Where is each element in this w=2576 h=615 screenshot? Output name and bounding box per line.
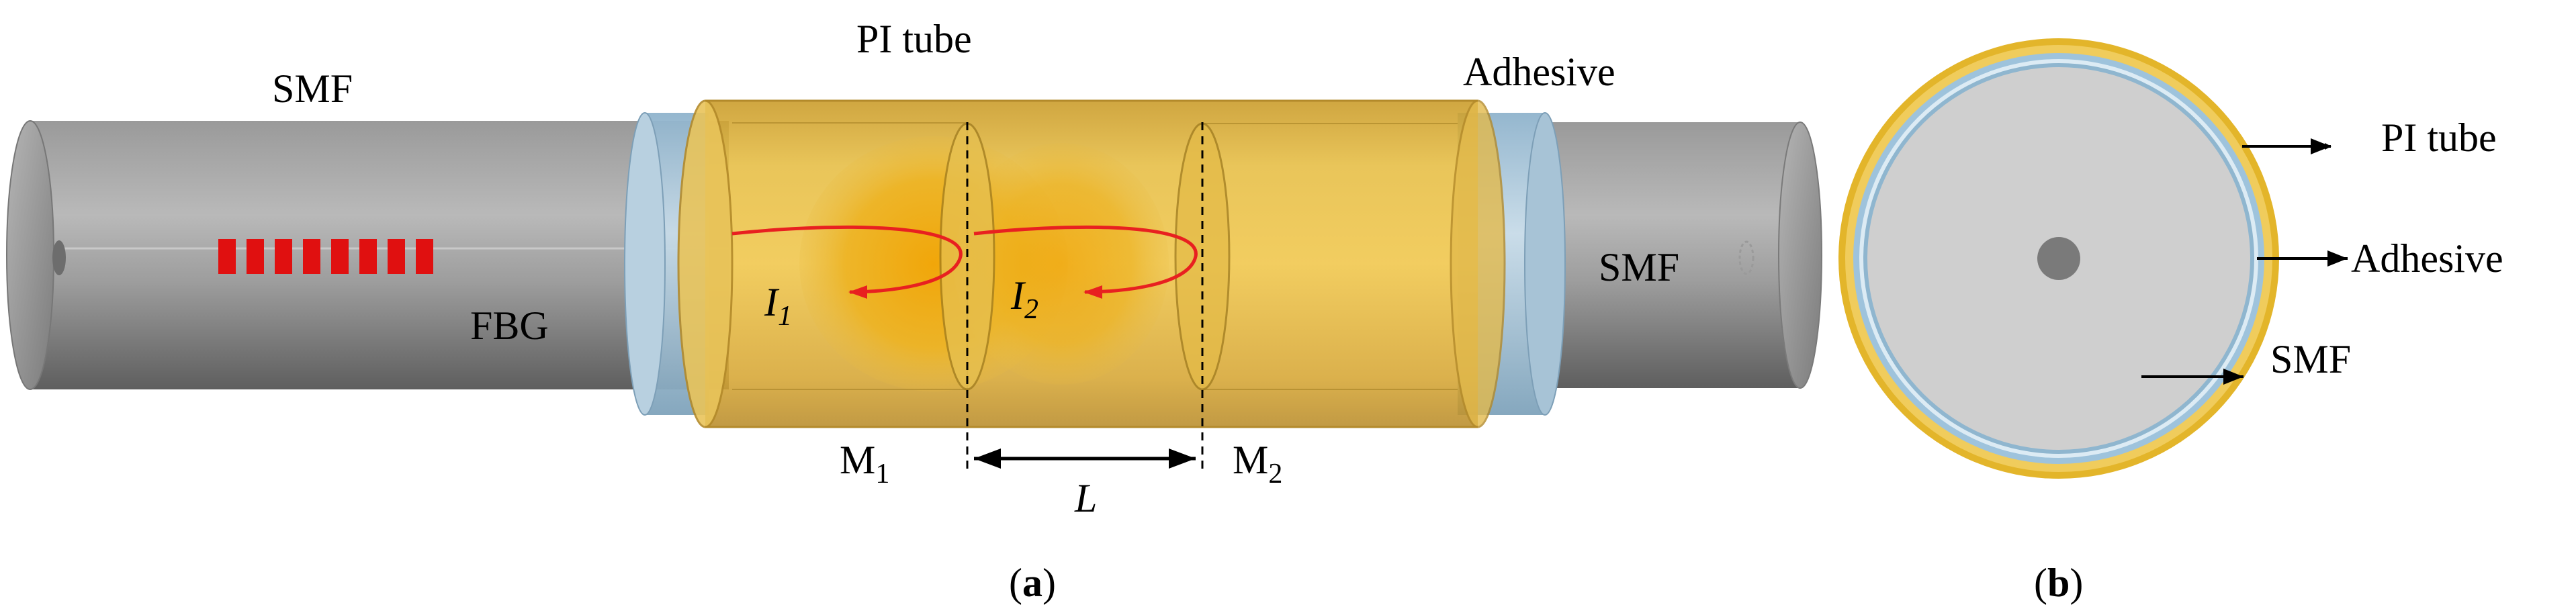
i1-label: I1 bbox=[764, 280, 792, 332]
fbg-grating-mark bbox=[331, 239, 349, 274]
caption-b-open: ( bbox=[2034, 561, 2047, 605]
m1-label: M1 bbox=[840, 438, 889, 489]
i2-base: I bbox=[1010, 273, 1026, 318]
m1-base: M bbox=[840, 438, 875, 482]
caption-b-letter: b bbox=[2047, 561, 2070, 605]
fbg-grating-mark bbox=[218, 239, 236, 274]
i1-sub: 1 bbox=[778, 301, 792, 332]
pi-tube-label-b: PI tube bbox=[2381, 115, 2497, 160]
adhesive-label-b: Adhesive bbox=[2351, 236, 2503, 281]
smf-right-cylinder bbox=[1545, 122, 1822, 389]
pi-tube-label-a: PI tube bbox=[856, 17, 972, 61]
m2-base: M bbox=[1233, 438, 1268, 482]
caption-a-letter: a bbox=[1022, 561, 1042, 605]
fbg-grating-mark bbox=[359, 239, 377, 274]
length-arrow bbox=[974, 448, 1196, 469]
fbg-label: FBG bbox=[470, 303, 549, 348]
m1-sub: 1 bbox=[875, 459, 889, 489]
caption-a: (a) bbox=[1009, 561, 1056, 605]
i2-label: I2 bbox=[1010, 273, 1038, 325]
panel-a: SMF PI tube Adhesive SMF FBG I1 I2 M1 M2… bbox=[6, 17, 1822, 605]
i2-sub: 2 bbox=[1024, 294, 1038, 325]
fbg-grating-mark bbox=[247, 239, 264, 274]
smf-core-left bbox=[52, 240, 66, 275]
smf-label-b: SMF bbox=[2270, 337, 2351, 381]
smf-core-right bbox=[1738, 240, 1755, 275]
pi-tube bbox=[677, 99, 1506, 428]
smf-left-label: SMF bbox=[272, 66, 353, 111]
fbg-grating-mark bbox=[303, 239, 320, 274]
adhesive-label-a: Adhesive bbox=[1463, 50, 1615, 94]
reflection-arrow-i1 bbox=[731, 225, 963, 299]
caption-a-open: ( bbox=[1009, 561, 1022, 605]
panel-b: PI tube Adhesive SMF (b) bbox=[1838, 38, 2503, 605]
fbg-grating-mark bbox=[388, 239, 405, 274]
reflection-arrow-i2 bbox=[973, 225, 1198, 299]
caption-b-close: ) bbox=[2070, 561, 2083, 605]
length-label: L bbox=[1074, 476, 1097, 520]
m2-sub: 2 bbox=[1268, 459, 1282, 489]
caption-b: (b) bbox=[2034, 561, 2083, 605]
fbg-grating bbox=[218, 239, 433, 274]
smf-right-label: SMF bbox=[1599, 245, 1679, 289]
caption-a-close: ) bbox=[1042, 561, 1056, 605]
fbg-grating-mark bbox=[275, 239, 292, 274]
smf-core-cross-section bbox=[2037, 237, 2080, 280]
i1-base: I bbox=[764, 280, 780, 324]
m2-label: M2 bbox=[1233, 438, 1282, 489]
smf-left-cylinder bbox=[6, 120, 729, 390]
fbg-grating-mark bbox=[416, 239, 433, 274]
